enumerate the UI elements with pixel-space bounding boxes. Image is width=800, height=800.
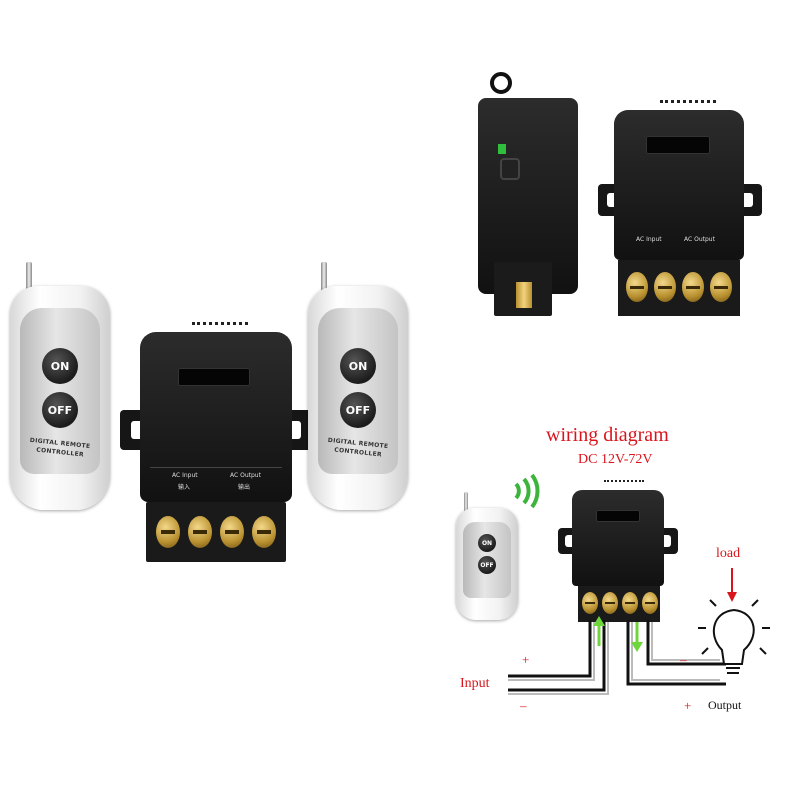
relay-front-input-label: AC Input	[172, 472, 198, 479]
wiring-remote-on-button[interactable]: ON	[478, 534, 496, 552]
wiring-relay-screw-1	[582, 592, 598, 614]
input-minus-sign: –	[520, 698, 527, 713]
relay-front-case: AC Input 输入 AC Output 输出	[140, 332, 292, 502]
wiring-relay-window	[596, 510, 640, 522]
relay-top-screw-3	[682, 272, 704, 302]
remote-left-antenna	[26, 262, 32, 298]
relay-front-screw-2	[188, 516, 212, 548]
light-bulb-icon	[698, 599, 770, 674]
load-label: load	[716, 546, 741, 561]
wiring-remote-antenna	[464, 492, 468, 516]
relay-side-case	[478, 98, 578, 294]
remote-right-antenna	[321, 262, 327, 298]
relay-side-button	[500, 158, 520, 180]
relay-front-label-row: AC Input 输入 AC Output 输出	[150, 467, 282, 494]
relay-top-screw-1	[626, 272, 648, 302]
relay-front-screw-4	[252, 516, 276, 548]
output-minus-sign: –	[680, 652, 687, 667]
wiring-relay-screw-2	[602, 592, 618, 614]
wireless-signal-icon	[514, 473, 540, 509]
wiring-relay-case	[572, 490, 664, 586]
wiring-relay-screw-4	[642, 592, 658, 614]
remote-right-on-button[interactable]: ON	[340, 348, 376, 384]
relay-front-terminal-block	[146, 502, 286, 562]
relay-front-antenna-coil	[192, 322, 248, 325]
remote-right-off-button[interactable]: OFF	[340, 392, 376, 428]
remote-left-on-button[interactable]: ON	[42, 348, 78, 384]
wiring-remote-off-button[interactable]: OFF	[478, 556, 496, 574]
relay-top-antenna-coil	[660, 100, 716, 103]
relay-top-screw-2	[654, 272, 676, 302]
wiring-relay-screw-3	[622, 592, 638, 614]
relay-front-screw-3	[220, 516, 244, 548]
relay-front-input-cn: 输入	[178, 484, 191, 491]
input-plus-sign: +	[522, 652, 530, 667]
relay-top-output-label: AC Output	[684, 236, 715, 243]
wiring-remote-body: ON OFF	[456, 508, 518, 620]
remote-left-face: ON OFF DIGITAL REMOTE CONTROLLER	[20, 308, 100, 474]
output-negative-wire	[626, 620, 726, 686]
remote-right-body: ON OFF DIGITAL REMOTE CONTROLLER	[308, 286, 408, 510]
output-positive-wire	[646, 620, 726, 666]
relay-side-hanger-loop	[490, 72, 512, 94]
relay-side-indicator	[498, 144, 506, 154]
relay-side-connector	[494, 262, 552, 316]
relay-front-screw-1	[156, 516, 180, 548]
remote-right-face: ON OFF DIGITAL REMOTE CONTROLLER	[318, 308, 398, 474]
wiring-relay-terminal-block	[578, 586, 660, 622]
remote-left-body: ON OFF DIGITAL REMOTE CONTROLLER	[10, 286, 110, 510]
wiring-voltage: DC 12V-72V	[578, 452, 653, 467]
relay-front-window	[178, 368, 250, 386]
output-label: Output	[708, 698, 742, 712]
relay-top-terminal-block	[618, 260, 740, 316]
input-negative-wire	[508, 620, 606, 692]
relay-front-output-label: AC Output	[230, 472, 261, 479]
relay-top-screw-4	[710, 272, 732, 302]
relay-top-window	[646, 136, 710, 154]
output-plus-sign: +	[684, 698, 692, 713]
input-label: Input	[460, 676, 490, 691]
wiring-remote-face: ON OFF	[463, 522, 511, 598]
remote-left-off-button[interactable]: OFF	[42, 392, 78, 428]
relay-front-output-cn: 输出	[238, 484, 251, 491]
relay-top-input-label: AC Input	[636, 236, 662, 243]
relay-top-case: AC Input AC Output	[614, 110, 744, 260]
wiring-title: wiring diagram	[546, 424, 669, 446]
relay-side-pin	[516, 282, 532, 308]
wiring-relay-antenna-coil	[604, 480, 644, 482]
input-positive-wire	[508, 620, 592, 678]
